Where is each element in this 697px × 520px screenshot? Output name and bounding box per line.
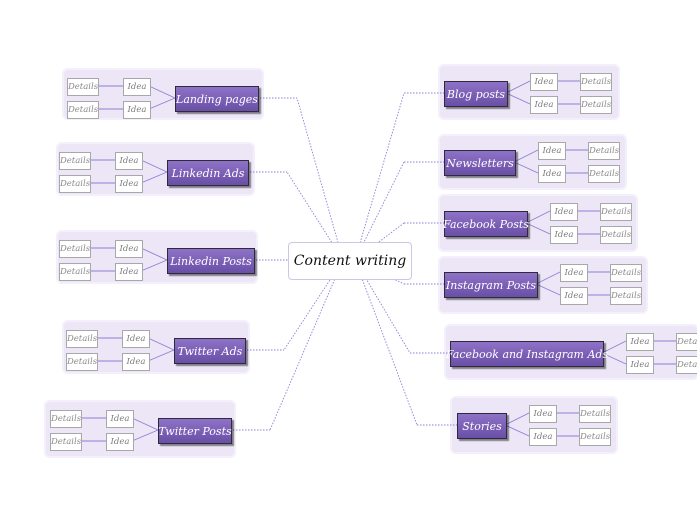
- link-idea-right-2-1: [525, 222, 551, 235]
- idea-left-0-1[interactable]: Idea: [123, 101, 151, 119]
- link-idea-right-0-1: [505, 92, 531, 105]
- details-right-5-0[interactable]: Details: [579, 405, 611, 423]
- topic-left-3[interactable]: Twitter Ads: [174, 338, 246, 364]
- idea-left-4-1[interactable]: Idea: [106, 433, 134, 451]
- link-idea-left-0-0: [148, 85, 176, 99]
- link-idea-right-2-0: [525, 210, 551, 224]
- idea-right-0-1[interactable]: Idea: [530, 96, 558, 114]
- link-idea-left-0-1: [148, 97, 176, 110]
- link-center-right-5: [354, 259, 418, 426]
- link-idea-right-4-0: [601, 340, 627, 354]
- details-right-4-0[interactable]: Details: [676, 333, 697, 351]
- idea-left-2-1[interactable]: Idea: [115, 263, 143, 281]
- link-idea-left-1-0: [140, 159, 168, 173]
- details-left-2-1[interactable]: Details: [59, 263, 91, 281]
- idea-right-5-1[interactable]: Idea: [529, 428, 557, 446]
- idea-right-0-0[interactable]: Idea: [530, 73, 558, 91]
- link-idea-left-1-1: [140, 171, 168, 184]
- details-left-1-0[interactable]: Details: [59, 152, 91, 170]
- topic-left-4[interactable]: Twitter Posts: [158, 418, 232, 444]
- topic-right-2[interactable]: Facebook Posts: [443, 211, 529, 237]
- idea-left-3-0[interactable]: Idea: [122, 330, 150, 348]
- idea-right-3-1[interactable]: Idea: [560, 287, 588, 305]
- idea-left-4-0[interactable]: Idea: [106, 410, 134, 428]
- details-left-3-1[interactable]: Details: [66, 353, 98, 371]
- details-right-4-1[interactable]: Details: [676, 356, 697, 374]
- details-left-0-1[interactable]: Details: [67, 101, 99, 119]
- idea-right-1-1[interactable]: Idea: [538, 165, 566, 183]
- details-right-0-0[interactable]: Details: [580, 73, 612, 91]
- details-right-3-0[interactable]: Details: [610, 264, 642, 282]
- details-left-4-0[interactable]: Details: [50, 410, 82, 428]
- idea-right-2-1[interactable]: Idea: [550, 226, 578, 244]
- idea-left-1-1[interactable]: Idea: [115, 175, 143, 193]
- topic-left-1[interactable]: Linkedin Ads: [167, 160, 249, 186]
- link-idea-right-5-0: [504, 412, 530, 426]
- idea-right-4-1[interactable]: Idea: [626, 356, 654, 374]
- topic-right-4[interactable]: Facebook and Instagram Ads: [446, 341, 608, 367]
- details-left-3-0[interactable]: Details: [66, 330, 98, 348]
- link-idea-left-2-0: [140, 247, 168, 261]
- link-idea-right-4-1: [601, 352, 627, 365]
- link-idea-left-4-0: [131, 417, 159, 431]
- central-topic[interactable]: Content writing: [288, 242, 412, 280]
- topic-left-2[interactable]: Linkedin Posts: [167, 248, 255, 274]
- details-right-3-1[interactable]: Details: [610, 287, 642, 305]
- topic-right-1[interactable]: Newsletters: [444, 150, 516, 176]
- link-center-right-0: [354, 92, 405, 261]
- link-center-left-4: [269, 259, 344, 431]
- link-center-left-1: [286, 171, 344, 261]
- idea-right-1-0[interactable]: Idea: [538, 142, 566, 160]
- link-center-left-0: [296, 97, 344, 261]
- link-idea-right-1-0: [513, 149, 539, 163]
- link-idea-left-2-1: [140, 259, 168, 272]
- details-right-2-1[interactable]: Details: [600, 226, 632, 244]
- idea-right-4-0[interactable]: Idea: [626, 333, 654, 351]
- topic-right-0[interactable]: Blog posts: [444, 81, 508, 107]
- details-left-0-0[interactable]: Details: [67, 78, 99, 96]
- link-idea-right-1-1: [513, 161, 539, 174]
- link-idea-left-3-1: [147, 349, 175, 362]
- details-right-5-1[interactable]: Details: [579, 428, 611, 446]
- link-idea-right-3-0: [535, 271, 561, 285]
- idea-right-5-0[interactable]: Idea: [529, 405, 557, 423]
- topic-right-5[interactable]: Stories: [457, 413, 507, 439]
- details-left-2-0[interactable]: Details: [59, 240, 91, 258]
- link-idea-left-3-0: [147, 337, 175, 351]
- topic-right-3[interactable]: Instagram Posts: [444, 272, 538, 298]
- idea-right-2-0[interactable]: Idea: [550, 203, 578, 221]
- topic-left-0[interactable]: Landing pages: [175, 86, 259, 112]
- details-left-4-1[interactable]: Details: [50, 433, 82, 451]
- link-idea-right-0-0: [505, 80, 531, 94]
- link-idea-right-3-1: [535, 283, 561, 296]
- details-right-2-0[interactable]: Details: [600, 203, 632, 221]
- details-right-0-1[interactable]: Details: [580, 96, 612, 114]
- idea-right-3-0[interactable]: Idea: [560, 264, 588, 282]
- details-right-1-1[interactable]: Details: [588, 165, 620, 183]
- idea-left-0-0[interactable]: Idea: [123, 78, 151, 96]
- details-right-1-0[interactable]: Details: [588, 142, 620, 160]
- idea-left-2-0[interactable]: Idea: [115, 240, 143, 258]
- link-idea-left-4-1: [131, 429, 159, 442]
- details-left-1-1[interactable]: Details: [59, 175, 91, 193]
- idea-left-1-0[interactable]: Idea: [115, 152, 143, 170]
- link-idea-right-5-1: [504, 424, 530, 437]
- idea-left-3-1[interactable]: Idea: [122, 353, 150, 371]
